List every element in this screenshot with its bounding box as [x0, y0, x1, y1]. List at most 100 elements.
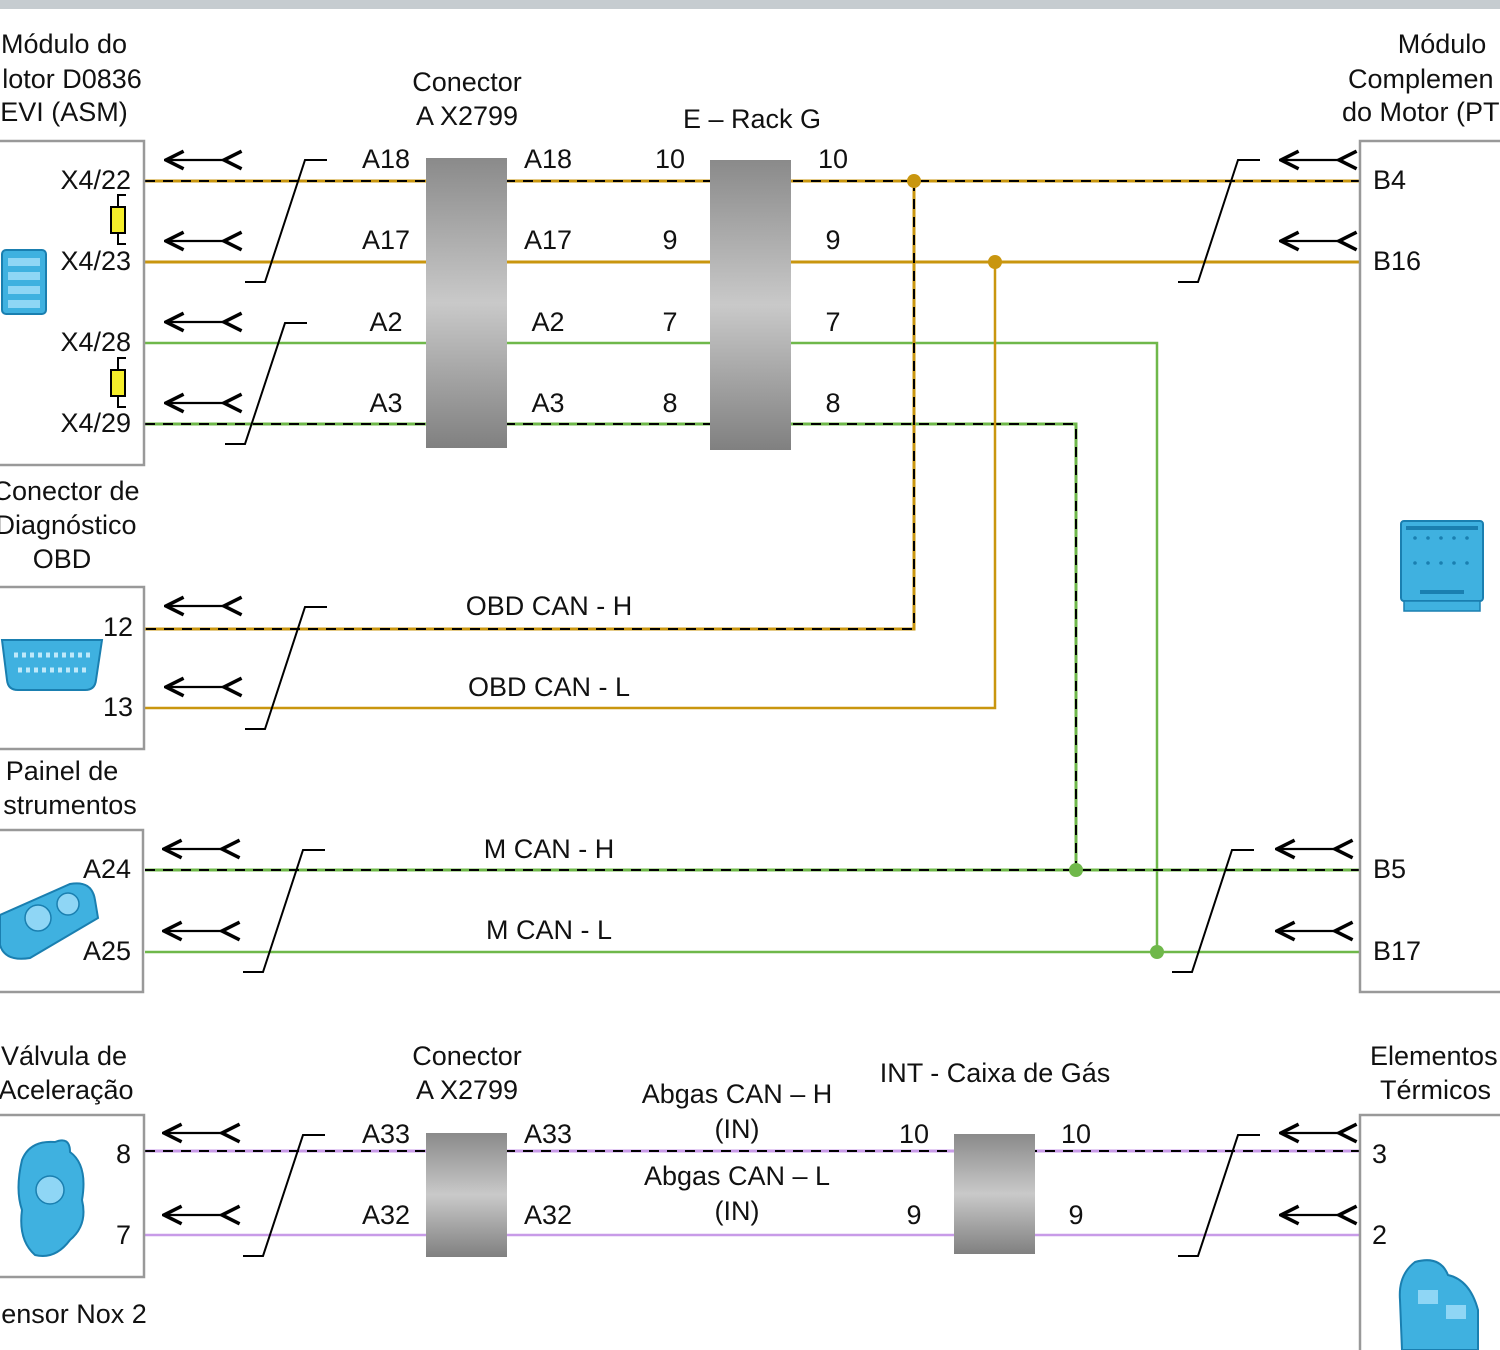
- pin-label: 10: [1061, 1119, 1091, 1149]
- junction-dot: [907, 174, 921, 188]
- engine-module-box: [0, 139, 146, 467]
- engine-module-title-1: Módulo do: [1, 29, 127, 59]
- junction-dot: [988, 255, 1002, 269]
- rack-g-block: [710, 160, 791, 450]
- engine-module-title-2: lotor D0836: [2, 64, 142, 94]
- engine-module-icon: [1, 249, 47, 315]
- obd-can-l-label: OBD CAN - L: [468, 672, 630, 702]
- pin-label: 9: [906, 1200, 921, 1230]
- junctions: [907, 174, 1164, 959]
- junction-dot: [1150, 945, 1164, 959]
- engine-module: Módulo do lotor D0836 EVI (ASM) X4/22 X4…: [0, 29, 146, 467]
- pin-label: X4/29: [60, 408, 131, 438]
- twisted-pair-icon: [245, 606, 327, 730]
- abgas-can-l-label: Abgas CAN – L: [644, 1161, 830, 1191]
- pin-label: A17: [524, 225, 572, 255]
- pin-label: A17: [362, 225, 410, 255]
- connector-x2799-bottom-block: [426, 1133, 507, 1257]
- pin-label: A33: [524, 1119, 572, 1149]
- connector-x2799-bottom-title-1: Conector: [412, 1041, 522, 1071]
- pin-label: 10: [655, 144, 685, 174]
- twisted-pair-icon: [1178, 159, 1260, 283]
- pin-label: A33: [362, 1119, 410, 1149]
- top-bar: [0, 0, 1500, 9]
- abgas-can-l-sublabel: (IN): [715, 1196, 760, 1226]
- panel-title-2: strumentos: [3, 790, 137, 820]
- pin-label: 10: [899, 1119, 929, 1149]
- pin-label: 8: [662, 388, 677, 418]
- obd-connector-icon: [0, 639, 104, 691]
- pin-label: A18: [362, 144, 410, 174]
- engine-module-title-3: EVI (ASM): [0, 97, 128, 127]
- pin-label: A24: [83, 854, 131, 884]
- pin-label: 8: [825, 388, 840, 418]
- pin-label: 10: [818, 144, 848, 174]
- pin-label: 9: [662, 225, 677, 255]
- wire-m-can-h-engine: [145, 422, 1078, 870]
- wire-obd-can-l: [145, 262, 997, 710]
- pin-label: A32: [524, 1200, 572, 1230]
- gas-box-title: INT - Caixa de Gás: [880, 1058, 1111, 1088]
- thermal-box: [1358, 1113, 1500, 1350]
- pin-label: 2: [1372, 1220, 1387, 1250]
- ptm-title-1: Módulo: [1398, 29, 1487, 59]
- pin-label: 12: [103, 612, 133, 642]
- pin-label: 3: [1372, 1139, 1387, 1169]
- termination-resistor-icon: [110, 357, 126, 408]
- pin-label: B5: [1373, 854, 1406, 884]
- instrument-panel-module: Painel de strumentos A24 A25: [0, 756, 145, 994]
- pin-label: A25: [83, 936, 131, 966]
- m-can-l-label: M CAN - L: [486, 915, 612, 945]
- nox-sensor-caption: ensor Nox 2: [1, 1299, 147, 1329]
- pin-label: 13: [103, 692, 133, 722]
- twisted-pair-icon: [243, 1134, 325, 1257]
- throttle-valve-module: Válvula de Aceleração 8 7 ensor Nox 2: [0, 1041, 147, 1329]
- throttle-valve-icon: [17, 1139, 85, 1257]
- twisted-pair-icon: [1172, 849, 1254, 973]
- gas-box-block: [954, 1134, 1035, 1254]
- connector-x2799-top-title-2: A X2799: [416, 101, 518, 131]
- pin-label: 9: [1068, 1200, 1083, 1230]
- valve-title-2: Aceleração: [0, 1075, 134, 1105]
- thermal-title-2: Térmicos: [1380, 1075, 1491, 1105]
- pin-label: 8: [116, 1139, 131, 1169]
- valve-title-1: Válvula de: [1, 1041, 127, 1071]
- pin-label: A3: [531, 388, 564, 418]
- pin-label: 7: [116, 1220, 131, 1250]
- wire-m-can-l-engine: [145, 341, 1159, 952]
- junction-dot: [1069, 863, 1083, 877]
- pin-label: 9: [825, 225, 840, 255]
- twisted-pair-icon: [243, 849, 325, 973]
- pin-label: B16: [1373, 246, 1421, 276]
- valve-box: [0, 1113, 146, 1279]
- pin-label: A18: [524, 144, 572, 174]
- pin-label: B17: [1373, 936, 1421, 966]
- thermal-elements-module: Elementos Térmicos 3 2: [1358, 1041, 1500, 1350]
- ptm-box: [1358, 139, 1500, 994]
- rack-g-title: E – Rack G: [683, 104, 821, 134]
- pin-label: A2: [531, 307, 564, 337]
- termination-resistor-icon: [110, 194, 126, 245]
- bidirectional-arrows: [164, 160, 1339, 1215]
- ptm-module: Módulo Complemen do Motor (PT B4 B16 B5 …: [1342, 29, 1500, 994]
- obd-title-1: Conector de: [0, 476, 140, 506]
- pin-label: X4/23: [60, 246, 131, 276]
- twisted-pair-icon: [245, 159, 327, 283]
- connector-pin-labels: A18 A17 A2 A3 A18 A17 A2 A3 10 9 7 8 10 …: [362, 144, 1091, 1230]
- obd-title-3: OBD: [33, 544, 92, 574]
- panel-box: [0, 828, 145, 994]
- ptm-title-2: Complemen: [1348, 64, 1494, 94]
- pin-label: B4: [1373, 165, 1406, 195]
- twisted-pair-symbols: [225, 159, 1260, 1257]
- m-can-h-label: M CAN - H: [484, 834, 615, 864]
- ptm-module-icon: [1400, 520, 1484, 612]
- pin-label: A3: [369, 388, 402, 418]
- panel-title-1: Painel de: [6, 756, 119, 786]
- thermal-title-1: Elementos: [1370, 1041, 1498, 1071]
- connector-x2799-top-block: [426, 158, 507, 448]
- twisted-pair-icon: [1178, 1134, 1260, 1257]
- pin-label: X4/22: [60, 165, 131, 195]
- obd-box: [0, 585, 146, 751]
- obd-connector-module: Conector de Diagnóstico OBD 12 13: [0, 476, 146, 751]
